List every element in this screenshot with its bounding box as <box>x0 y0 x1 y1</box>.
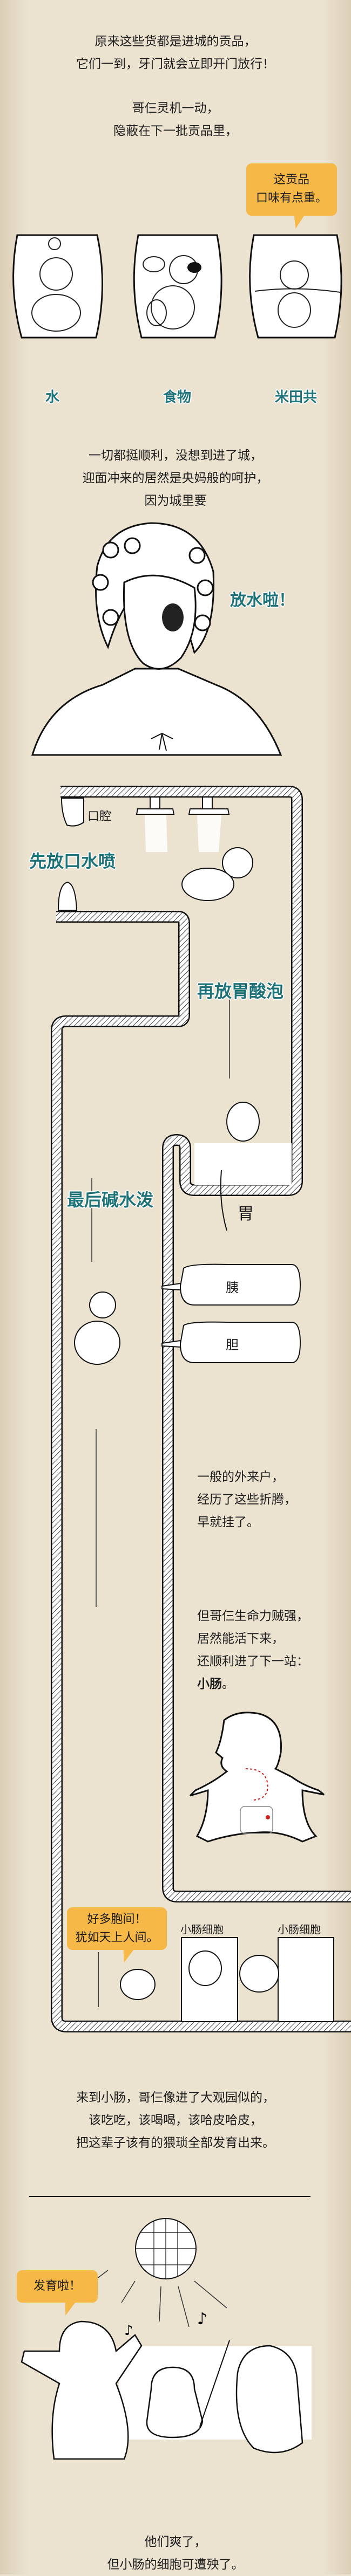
hide-text: 哥仨灵机一动， 隐蔽在下一批贡品里， <box>0 97 351 142</box>
jar-label-water: 水 <box>45 389 60 406</box>
bubble-line: 发育啦！ <box>33 2279 81 2293</box>
saliva-showerhead-icon <box>136 796 230 815</box>
mic-character <box>235 2345 303 2454</box>
microphone-stand <box>199 2340 230 2427</box>
outsider-line: 一般的外来户， <box>197 1470 284 1484</box>
outsider-text: 一般的外来户， 经历了这些折腾， 早就挂了。 <box>197 1466 296 1534</box>
party-line: 把这辈子该有的猥琐全部发育出来。 <box>76 2136 275 2150</box>
city-line: 因为城里要 <box>144 494 207 508</box>
feces-jar <box>249 234 342 339</box>
step-alkaline-label: 最后碱水泼 <box>67 1190 154 1210</box>
tooth-icon <box>60 798 84 827</box>
gallbladder-label: 胆 <box>226 1337 239 1352</box>
hide-line: 哥仨灵机一动， <box>132 101 219 115</box>
intestine-cell-label: 小肠细胞 <box>180 1923 224 1936</box>
stomach-label: 胃 <box>238 1205 254 1224</box>
bubble-line: 好多胞间！ <box>87 1913 147 1926</box>
survive-line: 居然能活下来， <box>197 1632 284 1646</box>
outsider-line: 经历了这些折腾， <box>197 1493 296 1507</box>
shout-text: 放水啦！ <box>230 591 295 610</box>
jar-label-food: 食物 <box>163 389 192 406</box>
ending-line: 但小肠的细胞可遭殃了。 <box>107 2558 244 2572</box>
intro-line: 它们一到，牙门就会立即开门放行！ <box>76 57 275 71</box>
city-text: 一切都挺顺利，没想到进了城， 迎面冲来的居然是央妈般的呵护， 因为城里要 <box>0 444 351 512</box>
shouting-woman-illustration <box>31 522 282 756</box>
speech-bubble-intestine: 好多胞间！ 犹如天上人间。 <box>67 1907 167 1963</box>
character-in-stomach <box>226 1102 260 1142</box>
bubble-line: 口味有点重。 <box>255 191 327 205</box>
bubble-tail <box>290 215 305 229</box>
ending-text: 他们爽了， 但小肠的细胞可遭殃了。 <box>0 2531 351 2576</box>
bubble-line: 这贡品 <box>273 173 309 187</box>
speech-bubble-tribute: 这贡品 口味有点重。 <box>246 163 337 229</box>
hide-line: 隐蔽在下一批贡品里， <box>113 124 238 138</box>
water-jar <box>12 234 103 339</box>
speech-bubble-grow: 发育啦！ <box>17 2270 98 2316</box>
survive-suffix: 。 <box>222 1677 234 1691</box>
party-illustration: ♪ ♪ <box>21 2196 312 2460</box>
splashed-character <box>74 1292 120 1365</box>
tooth-icon <box>57 881 78 911</box>
character-head <box>39 257 73 291</box>
intro-line: 原来这些货都是进城的贡品， <box>94 35 256 49</box>
party-line: 来到小肠，哥仨像进了大观园似的， <box>76 2091 275 2105</box>
city-line: 一切都挺顺利，没想到进了城， <box>89 449 262 463</box>
jars-illustration <box>12 234 342 339</box>
survive-line: 但哥仨生命力贼强， <box>197 1609 309 1623</box>
party-line: 该吃吃，该喝喝，该哈皮哈皮， <box>89 2113 262 2127</box>
survive-text: 但哥仨生命力贼强， 居然能活下来， 还顺利进了下一站： 小肠。 <box>197 1605 309 1695</box>
mouth-label: 口腔 <box>87 810 112 823</box>
pancreas-label: 胰 <box>226 1280 239 1295</box>
falling-character <box>181 847 253 901</box>
singing-character <box>21 2320 143 2460</box>
step-saliva-label: 先放口水喷 <box>29 851 116 871</box>
disco-ball-icon <box>135 2218 197 2279</box>
city-line: 迎面冲来的居然是央妈般的呵护， <box>82 471 269 485</box>
intestine-cell-label: 小肠细胞 <box>278 1923 321 1936</box>
characters-in-intestine <box>120 1950 279 2000</box>
music-note-icon: ♪ <box>197 2310 207 2328</box>
jar-label-feces: 米田共 <box>275 389 318 406</box>
intestine-cell <box>278 1937 334 2022</box>
ending-line: 他们爽了， <box>144 2535 207 2549</box>
intro-text: 原来这些货都是进城的贡品， 它们一到，牙门就会立即开门放行！ <box>0 30 351 75</box>
music-note-icon: ♪ <box>124 2323 133 2339</box>
sitting-character <box>146 2366 204 2438</box>
outsider-line: 早就挂了。 <box>197 1515 259 1529</box>
digestive-pipe-illustration <box>51 786 351 2032</box>
small-intestine-highlight: 小肠 <box>197 1677 222 1691</box>
pancreas-organ <box>179 1263 301 1306</box>
gallbladder-organ <box>179 1321 301 1363</box>
party-text: 来到小肠，哥仨像进了大观园似的， 该吃吃，该喝喝，该哈皮哈皮， 把这辈子该有的猥… <box>0 2086 351 2154</box>
body-digestive-diagram <box>189 1712 325 1843</box>
step-gastric-acid-label: 再放胃酸泡 <box>197 981 284 1001</box>
bubble-line: 犹如天上人间。 <box>75 1931 159 1945</box>
survive-line: 还顺利进了下一站： <box>197 1654 309 1668</box>
